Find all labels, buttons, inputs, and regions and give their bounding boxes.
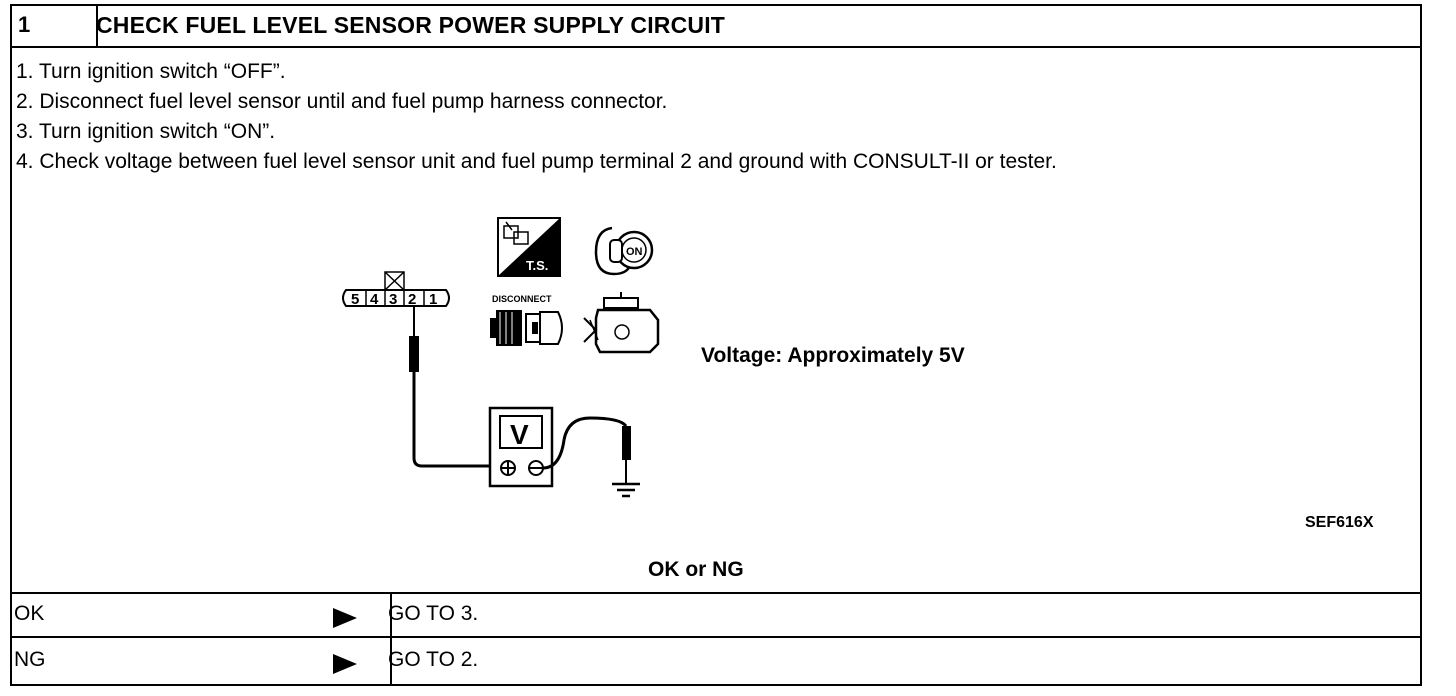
positive-lead <box>409 306 492 468</box>
terminal-2: 2 <box>408 291 416 308</box>
row-divider <box>12 636 1420 638</box>
instruction-3: 3. Turn ignition switch “ON”. <box>16 120 276 143</box>
figure-code: SEF616X <box>1305 514 1374 531</box>
terminal-4: 4 <box>370 291 379 308</box>
instruction-2: 2. Disconnect fuel level sensor until an… <box>16 90 668 113</box>
negative-lead <box>542 416 631 484</box>
ignition-key-icon: ON <box>594 226 654 276</box>
terminal-1: 1 <box>429 291 437 308</box>
arrow-right-icon <box>333 654 357 674</box>
instruction-1: 1. Turn ignition switch “OFF”. <box>16 60 286 83</box>
step-number: 1 <box>18 12 31 37</box>
disconnect-label: DISCONNECT <box>492 294 552 304</box>
meter-label: V <box>510 419 529 450</box>
result-ng-action: GO TO 2. <box>388 648 479 671</box>
key-on-label: ON <box>626 246 643 258</box>
voltage-spec: Voltage: Approximately 5V <box>701 344 965 367</box>
result-ok-action: GO TO 3. <box>388 602 479 625</box>
procedure-table <box>10 4 1422 686</box>
tester-icon: T.S. <box>497 217 561 277</box>
engine-icon <box>583 292 660 354</box>
voltmeter-icon: V <box>488 406 554 488</box>
results-column-divider <box>390 592 392 686</box>
step-title: CHECK FUEL LEVEL SENSOR POWER SUPPLY CIR… <box>96 12 726 38</box>
header-divider <box>12 46 1420 48</box>
step-cell-divider <box>96 6 98 46</box>
result-prompt: OK or NG <box>648 558 744 581</box>
terminal-3: 3 <box>389 291 397 308</box>
result-ng-label: NG <box>14 648 46 671</box>
ground-icon <box>612 482 640 498</box>
instruction-4: 4. Check voltage between fuel level sens… <box>16 150 1057 173</box>
harness-connector: 5 4 3 2 1 <box>342 271 450 308</box>
disconnect-connector-icon: DISCONNECT <box>490 294 563 346</box>
results-divider <box>12 592 1420 594</box>
ts-label: T.S. <box>526 258 548 273</box>
arrow-right-icon <box>333 608 357 628</box>
terminal-5: 5 <box>351 291 359 308</box>
result-ok-label: OK <box>14 602 45 625</box>
